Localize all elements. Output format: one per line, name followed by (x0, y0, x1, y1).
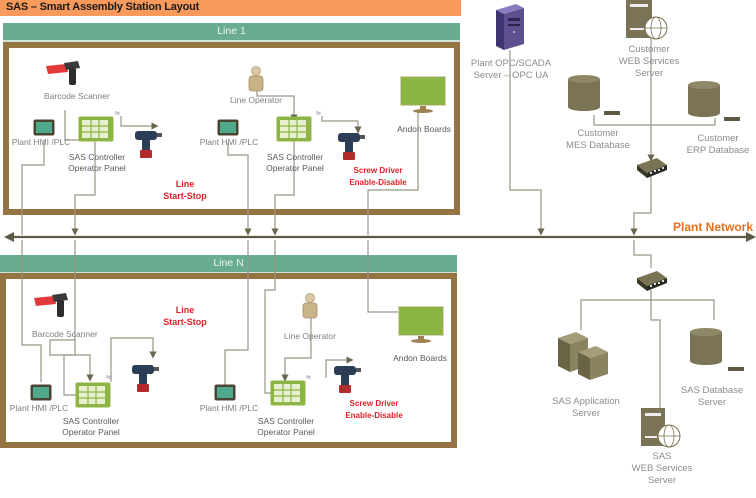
sas-controller-panel-icon (270, 380, 306, 406)
wifi-icon: ≈ (316, 108, 321, 118)
sas-application-server-icon (558, 332, 608, 380)
plant-hmi-label-l1a: Plant HMI /PLC (11, 137, 71, 147)
wire-switch-to-network (630, 175, 652, 236)
andon-board-label-ln: Andon Boards (393, 353, 447, 363)
sas-controller-panel-icon (276, 116, 312, 142)
line-1-header: Line 1 (3, 23, 460, 42)
wifi-icon: ≈ (306, 372, 311, 382)
wire-switch2-db (651, 299, 715, 320)
wire-andon-ln (367, 240, 398, 313)
wire-operator-l1 (256, 89, 298, 122)
screw-driver-icon (334, 366, 361, 393)
sas-controller-panel-icon (75, 382, 111, 408)
wire-hmi1-l1 (21, 140, 45, 235)
customer-mes-database-icon (568, 75, 620, 115)
plant-hmi-icon (33, 119, 55, 136)
wire-network-to-switch2 (633, 240, 652, 268)
andon-board-label-l1: Andon Boards (397, 124, 451, 134)
line-n-title: Line N (213, 257, 244, 269)
plant-hmi-icon (217, 119, 239, 136)
wire-operator-ln (281, 318, 312, 382)
wire-switch2-web (650, 300, 661, 410)
customer-web-server-icon (626, 0, 668, 40)
wire-db-link (593, 115, 716, 126)
screw-driver-icon (132, 365, 159, 392)
wire-controller2-ln (264, 240, 276, 394)
plant-network-label: Plant Network (673, 220, 754, 234)
barcode-scanner-label-ln: Barcode Scanner (32, 329, 98, 339)
wire-controller2-l1 (271, 140, 295, 236)
wire-scanner-ln (49, 240, 94, 382)
wire-controller1-l1 (71, 140, 96, 236)
wire-controller1-ln (63, 340, 76, 396)
line-operator-label-ln: Line Operator (284, 331, 336, 341)
sas-controller-panel-icon (78, 116, 114, 142)
sas-database-server-icon (690, 328, 744, 371)
wire-andon-l1 (367, 112, 419, 235)
customer-erp-database-icon (688, 81, 740, 121)
network-arrow-right (746, 232, 756, 242)
wire-hmi2-l1 (227, 143, 252, 236)
wifi-icon: ≈ (106, 372, 111, 382)
plant-hmi-label-ln-b: Plant HMI /PLC (199, 403, 259, 413)
network-arrow-left (4, 232, 14, 242)
wifi-icon: ≈ (115, 108, 120, 118)
plant-hmi-label-ln-a: Plant HMI /PLC (9, 403, 69, 413)
wire-hmi1-ln (21, 240, 42, 382)
wire-hmi2-ln (224, 240, 249, 385)
plant-hmi-label-l1b: Plant HMI /PLC (199, 137, 259, 147)
line-n-box (0, 273, 457, 448)
andon-board-icon (398, 306, 444, 343)
wire-wifi2-ln (325, 356, 354, 378)
wire-wifi2-l1 (321, 116, 362, 134)
opc-scada-server-icon (496, 4, 524, 50)
plant-hmi-icon (214, 384, 236, 401)
diagram-title-bar: SAS – Smart Assembly Station Layout (0, 0, 461, 16)
network-switch-icon (637, 271, 667, 291)
barcode-scanner-icon (46, 61, 80, 85)
screw-driver-icon (338, 133, 365, 160)
barcode-scanner-label-l1: Barcode Scanner (44, 91, 110, 101)
wire-wifi1-ln (110, 337, 157, 382)
line-operator-icon (248, 66, 264, 92)
line-operator-icon (302, 293, 318, 319)
line-operator-label-l1: Line Operator (230, 95, 282, 105)
line-1-title: Line 1 (217, 25, 246, 37)
andon-board-icon (400, 76, 446, 113)
barcode-scanner-icon (34, 293, 68, 317)
diagram-title: SAS – Smart Assembly Station Layout (6, 1, 200, 13)
wire-wifi1-l1 (120, 116, 159, 130)
wire-switch2-app (580, 290, 652, 330)
plant-hmi-icon (30, 384, 52, 401)
screw-driver-icon (135, 131, 162, 158)
wire-opc-to-network (509, 50, 545, 236)
sas-web-server-icon (641, 408, 681, 448)
network-switch-icon (637, 158, 667, 178)
